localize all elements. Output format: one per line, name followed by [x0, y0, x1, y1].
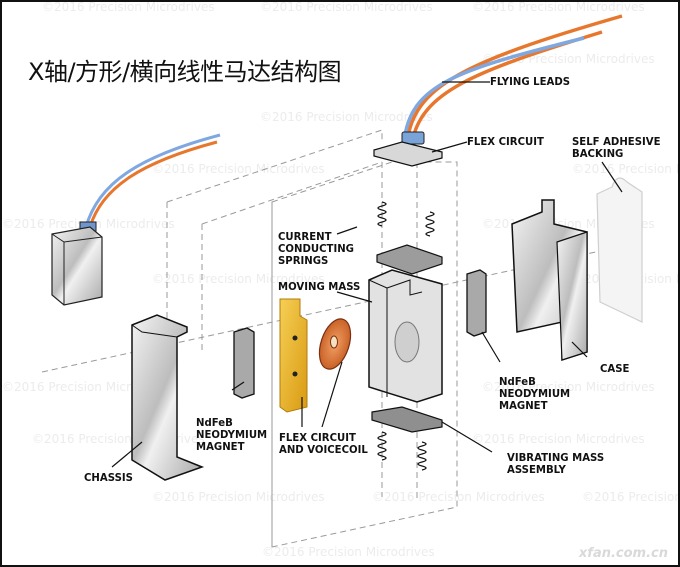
top-springs [377, 201, 435, 237]
watermark: ©2016 Precision Microdrives [582, 490, 680, 504]
right-magnet [466, 269, 487, 337]
watermark: ©2016 Precision Microdrives [482, 380, 655, 394]
page-title: X轴/方形/横向线性马达结构图 [28, 58, 342, 86]
watermark: ©2016 Precision Microdrives [260, 0, 433, 14]
watermark: ©2016 Precision Microdrives [260, 110, 433, 124]
label-ndfeb-magnet-left: NdFeB NEODYMIUM MAGNET [196, 416, 268, 453]
leader-lines [111, 81, 623, 468]
spring-bracket-bottom [371, 406, 443, 433]
watermark: ©2016 Precision Microdrives [472, 0, 645, 14]
voicecoil [318, 318, 352, 370]
label-flex-circuit-voicecoil: FLEX CIRCUIT AND VOICECOIL [279, 431, 368, 456]
case [511, 199, 588, 362]
label-ndfeb-magnet-right: NdFeB NEODYMIUM MAGNET [499, 375, 571, 412]
watermark: ©2016 Precision Microdrives [152, 490, 325, 504]
watermark: ©2016 Precision Microdrives [472, 432, 645, 446]
label-current-conducting-springs: CURRENT CONDUCTING SPRINGS [278, 230, 355, 267]
spring-bracket-top [376, 244, 443, 275]
left-magnet [233, 327, 255, 399]
label-flying-leads: FLYING LEADS [490, 75, 571, 88]
label-chassis: CHASSIS [84, 471, 133, 484]
label-moving-mass: MOVING MASS [278, 280, 361, 293]
label-self-adhesive-backing: SELF ADHESIVE BACKING [572, 135, 661, 160]
moving-mass [368, 269, 443, 403]
bottom-springs [377, 431, 427, 471]
flex-circuit-part [279, 298, 308, 413]
watermark: ©2016 Precision Microdrives [152, 272, 325, 286]
chassis [131, 314, 205, 481]
watermark: ©2016 Precision Microdrives [152, 162, 325, 176]
label-case: CASE [600, 362, 630, 375]
label-vibrating-mass-assembly: VIBRATING MASS ASSEMBLY [507, 451, 605, 476]
assembled-motor [51, 133, 221, 306]
watermark: ©2016 Precision Microdrives [572, 162, 678, 176]
watermark: ©2016 Precision Microdrives [372, 490, 545, 504]
site-watermark: xfan.com.cn [578, 546, 668, 561]
top-flex-circuit [373, 14, 623, 167]
label-flex-circuit: FLEX CIRCUIT [467, 135, 544, 148]
watermark: ©2016 Precision Microdrives [262, 545, 435, 559]
watermark: ©2016 Precision Microdrives [42, 0, 215, 14]
adhesive-backing [596, 177, 643, 323]
